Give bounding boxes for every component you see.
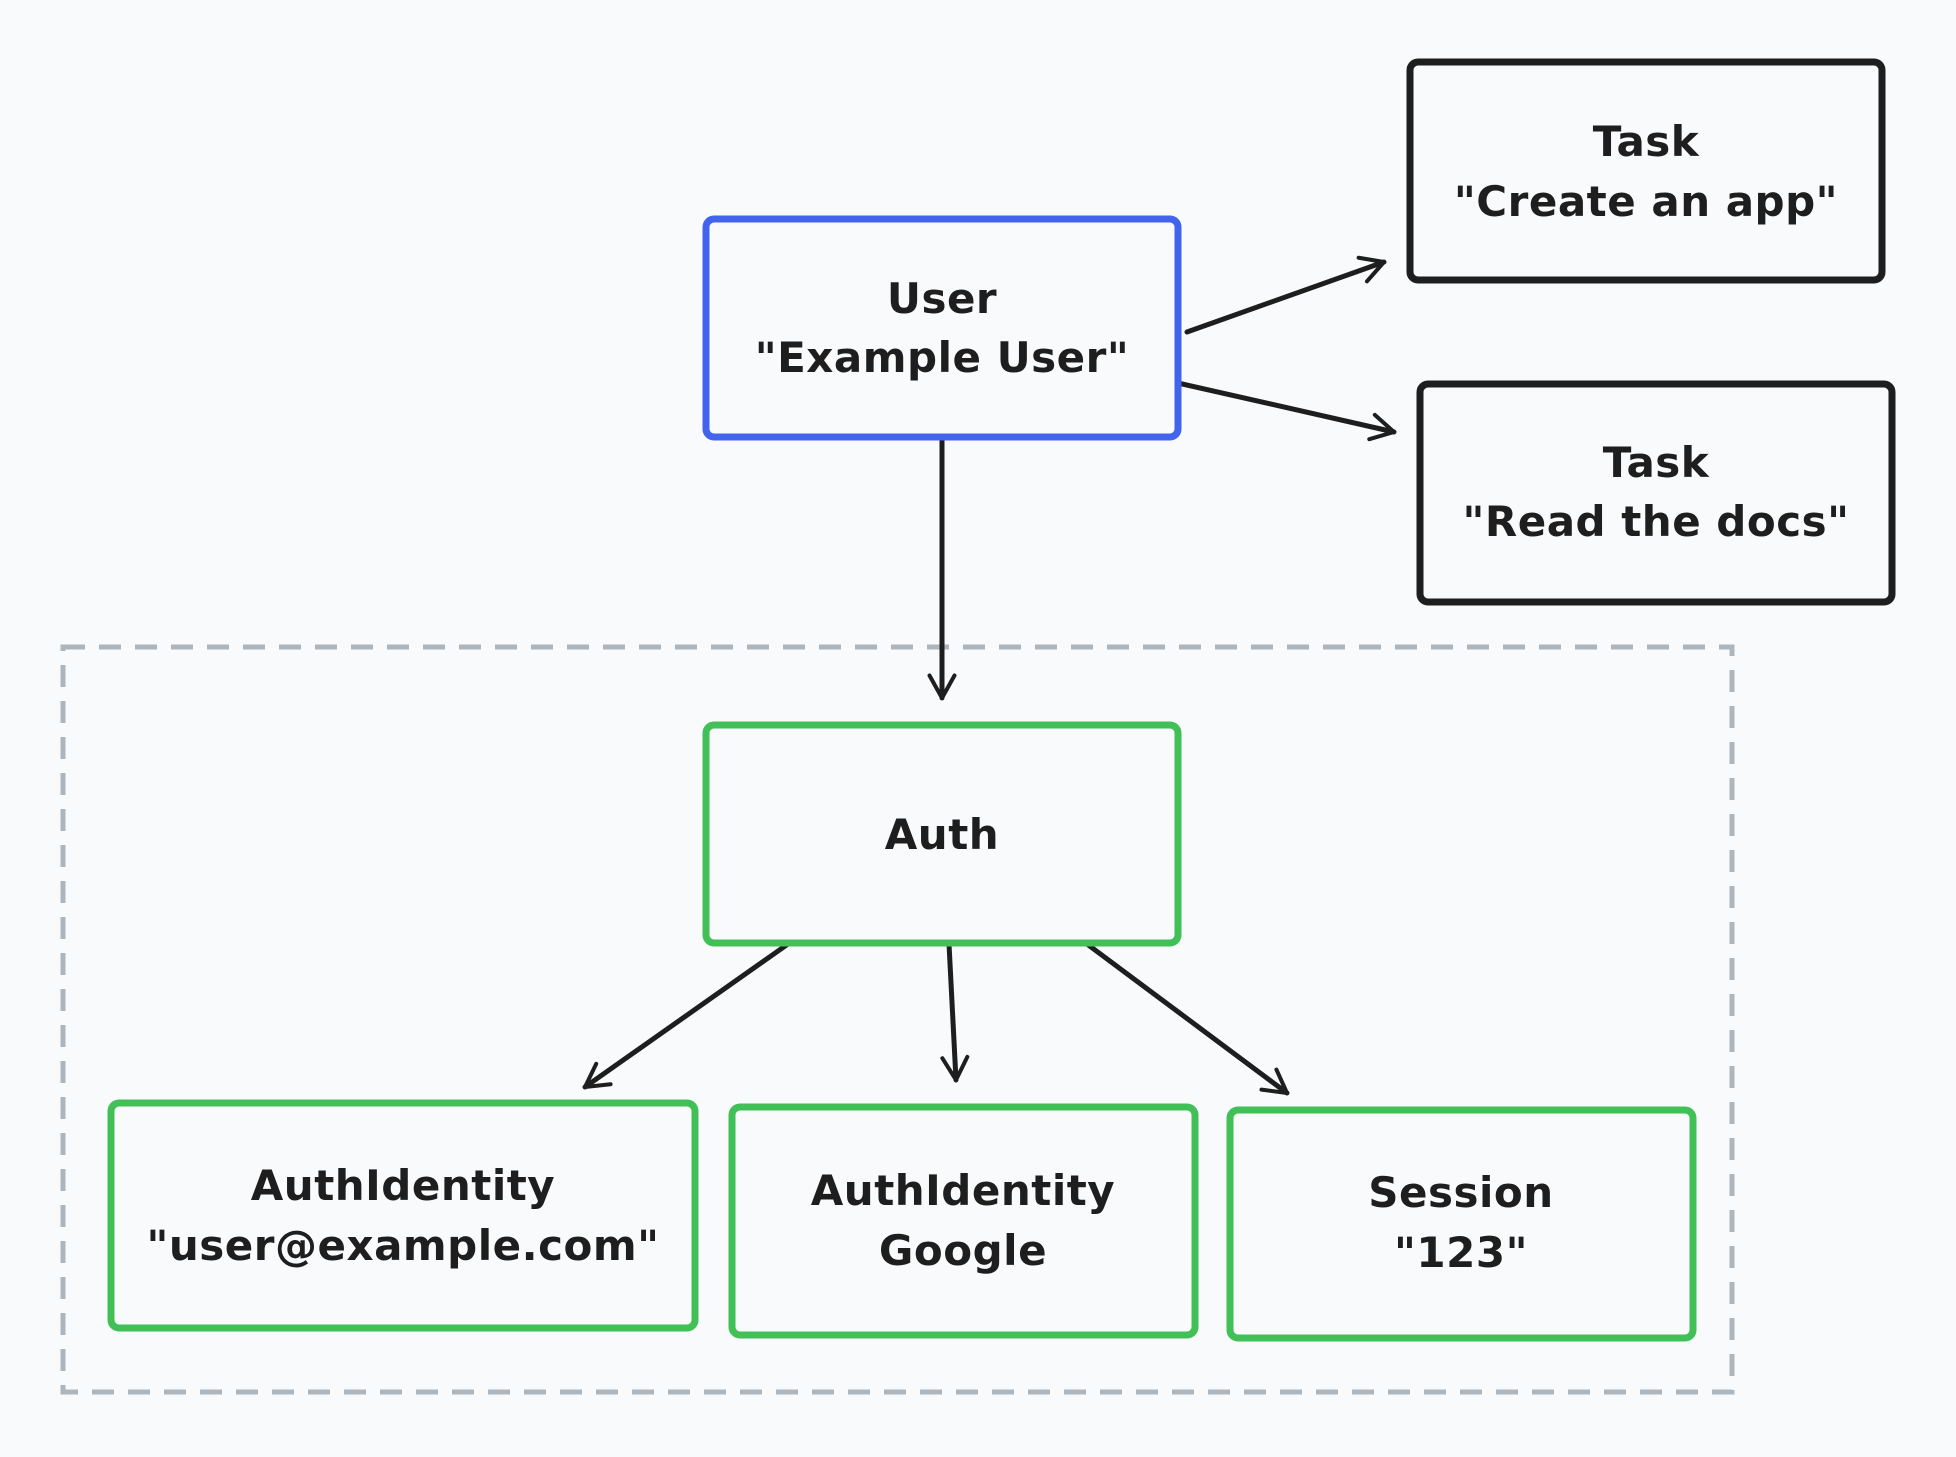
auth-identity-email-node: AuthIdentity "user@example.com" (107, 1099, 699, 1332)
session-node-type: Session (1368, 1168, 1553, 1217)
task-node-create-name: "Create an app" (1454, 177, 1838, 226)
task-node-read-name: "Read the docs" (1462, 497, 1849, 546)
user-node-type: User (887, 274, 997, 323)
edge-user-to-task-create (1184, 255, 1387, 335)
edge-auth-to-identity-google (940, 941, 970, 1083)
auth-node-type: Auth (885, 810, 999, 859)
user-node: User "Example User" (702, 215, 1182, 441)
user-node-name: "Example User" (755, 333, 1130, 382)
edge-auth-to-session (1084, 941, 1290, 1096)
auth-group-boundary (60, 644, 1735, 1395)
task-node-read-type: Task (1603, 438, 1710, 487)
task-node-create-type: Task (1593, 117, 1700, 166)
session-node: Session "123" (1226, 1106, 1697, 1342)
task-node-read-docs: Task "Read the docs" (1416, 380, 1896, 606)
task-node-create-app: Task "Create an app" (1406, 58, 1886, 284)
auth-identity-email-type: AuthIdentity (251, 1161, 555, 1210)
edge-auth-to-identity-email (582, 941, 791, 1090)
session-node-name: "123" (1394, 1228, 1528, 1277)
auth-node: Auth (702, 721, 1182, 947)
auth-identity-google-name: Google (879, 1226, 1047, 1275)
auth-identity-google-node: AuthIdentity Google (728, 1103, 1199, 1339)
auth-identity-google-type: AuthIdentity (811, 1166, 1115, 1215)
edge-user-to-task-read (1175, 380, 1397, 442)
auth-identity-email-name: "user@example.com" (147, 1221, 660, 1270)
